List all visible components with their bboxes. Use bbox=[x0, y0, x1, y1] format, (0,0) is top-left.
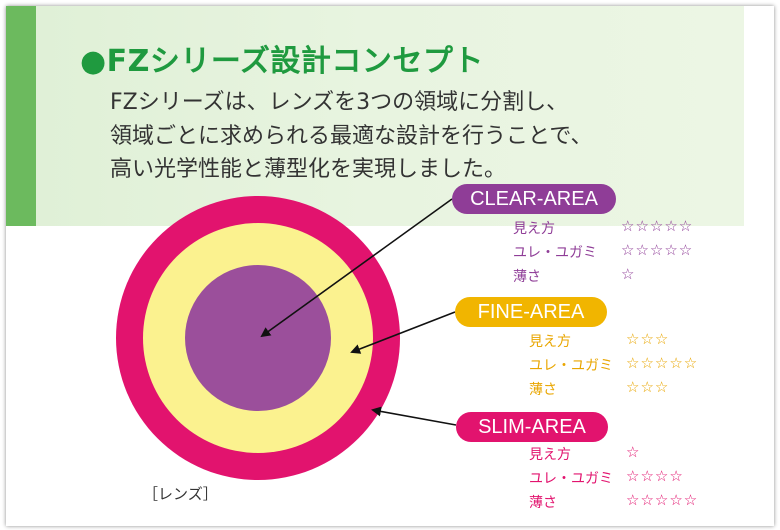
slim-area-rating: ☆☆☆☆☆ bbox=[626, 491, 699, 509]
slim-area-attr-label: 薄さ bbox=[529, 495, 557, 511]
slim-area-rating: ☆ bbox=[626, 443, 641, 461]
clear-area-rating: ☆☆☆☆☆ bbox=[621, 241, 694, 259]
fine-area-arrow bbox=[350, 311, 456, 354]
slim-area-arrow bbox=[371, 406, 457, 426]
description-line-2: 領域ごとに求められる最適な設計を行うことで、 bbox=[110, 124, 593, 149]
fine-area-attr-label: 薄さ bbox=[529, 382, 557, 398]
clear-area-label: CLEAR-AREA bbox=[452, 184, 616, 214]
clear-area-rating: ☆ bbox=[621, 265, 636, 283]
clear-area-attr-label: 薄さ bbox=[513, 269, 541, 285]
slim-area-attr-label: 見え方 bbox=[529, 447, 571, 463]
fine-area-rating: ☆☆☆ bbox=[626, 378, 670, 396]
fine-area-label: FINE-AREA bbox=[455, 297, 607, 327]
description-line-1: FZシリーズは、レンズを3つの領域に分割し、 bbox=[110, 90, 569, 115]
page-title: ●FZシリーズ設計コンセプト bbox=[80, 44, 484, 79]
fine-area-rating: ☆☆☆☆☆ bbox=[626, 354, 699, 372]
fine-area-attr-label: 見え方 bbox=[529, 334, 571, 350]
header-accent-stripe bbox=[6, 6, 36, 226]
clear-area-disc bbox=[185, 265, 331, 411]
lens-caption: ［レンズ］ bbox=[143, 485, 218, 503]
header-band bbox=[6, 6, 744, 226]
slim-area-attr-label: ユレ・ユガミ bbox=[529, 471, 613, 487]
fine-area-rating: ☆☆☆ bbox=[626, 330, 670, 348]
clear-area-attr-label: ユレ・ユガミ bbox=[513, 245, 597, 261]
slim-area-rating: ☆☆☆☆ bbox=[626, 467, 684, 485]
clear-area-rating: ☆☆☆☆☆ bbox=[621, 217, 694, 235]
clear-area-arrow bbox=[260, 198, 453, 338]
slim-area-label: SLIM-AREA bbox=[456, 412, 608, 442]
fine-area-attr-label: ユレ・ユガミ bbox=[529, 358, 613, 374]
description-line-3: 高い光学性能と薄型化を実現しました。 bbox=[110, 157, 507, 182]
clear-area-attr-label: 見え方 bbox=[513, 221, 555, 237]
